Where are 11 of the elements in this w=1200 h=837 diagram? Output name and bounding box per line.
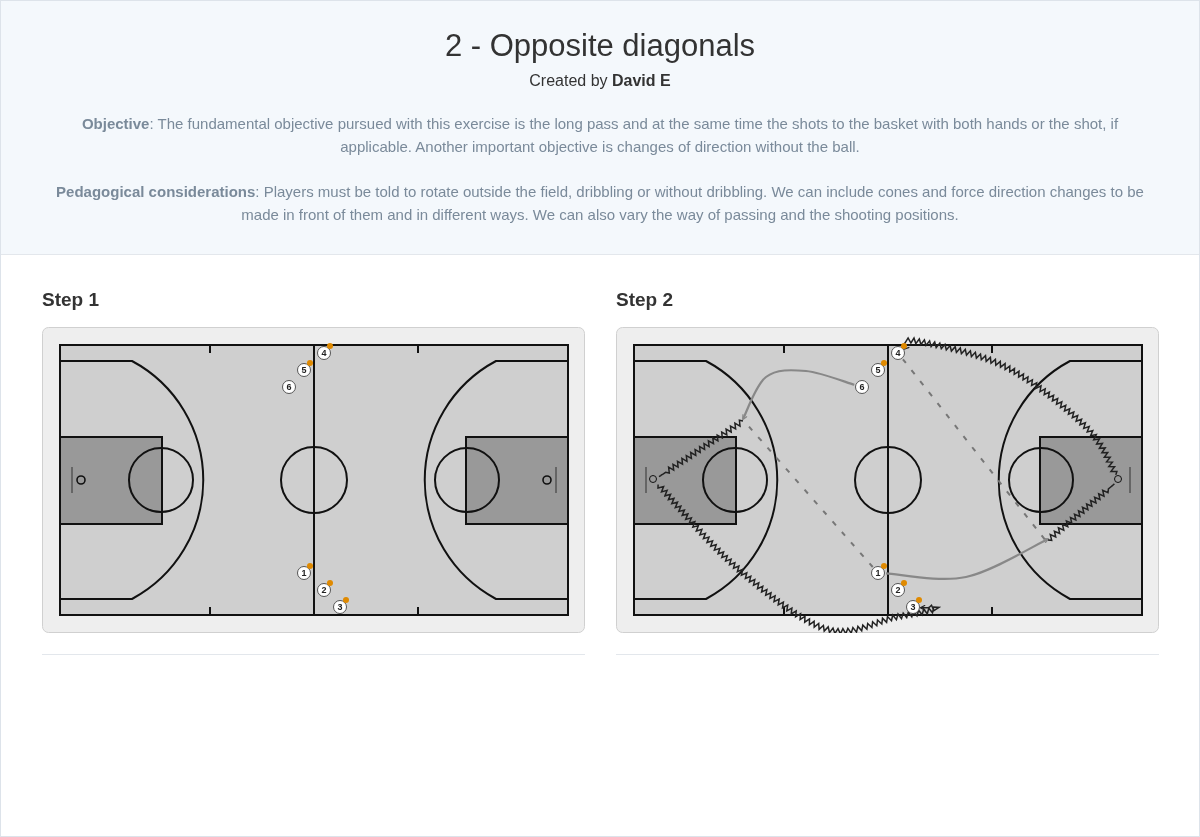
cut-arrow	[885, 538, 1050, 580]
objective-text: Objective: The fundamental objective pursued with this exercise is the long pass and at the same time the shots to the basket with both hands or the shot, if applicable. Another important objective is changes of direction without the ball.	[80, 114, 1120, 157]
step-heading: Step 1	[42, 289, 100, 311]
author-credit: Created by David E	[529, 72, 671, 90]
page-title: 2 - Opposite diagonals	[444, 28, 756, 64]
cut-arrow	[742, 369, 855, 421]
pass-line	[901, 358, 1047, 542]
step-heading: Step 2	[616, 289, 674, 311]
dribble-arrow	[903, 336, 1118, 476]
considerations-text: Pedagogical considerations: Players must be told to rotate outside the field, dribbling or without dribbling. We can include cones and force direction changes to be made in front of them and in different ways. We can also vary the way of passing and the shooting positions.	[55, 182, 1145, 225]
dribble-arrow	[657, 483, 942, 633]
